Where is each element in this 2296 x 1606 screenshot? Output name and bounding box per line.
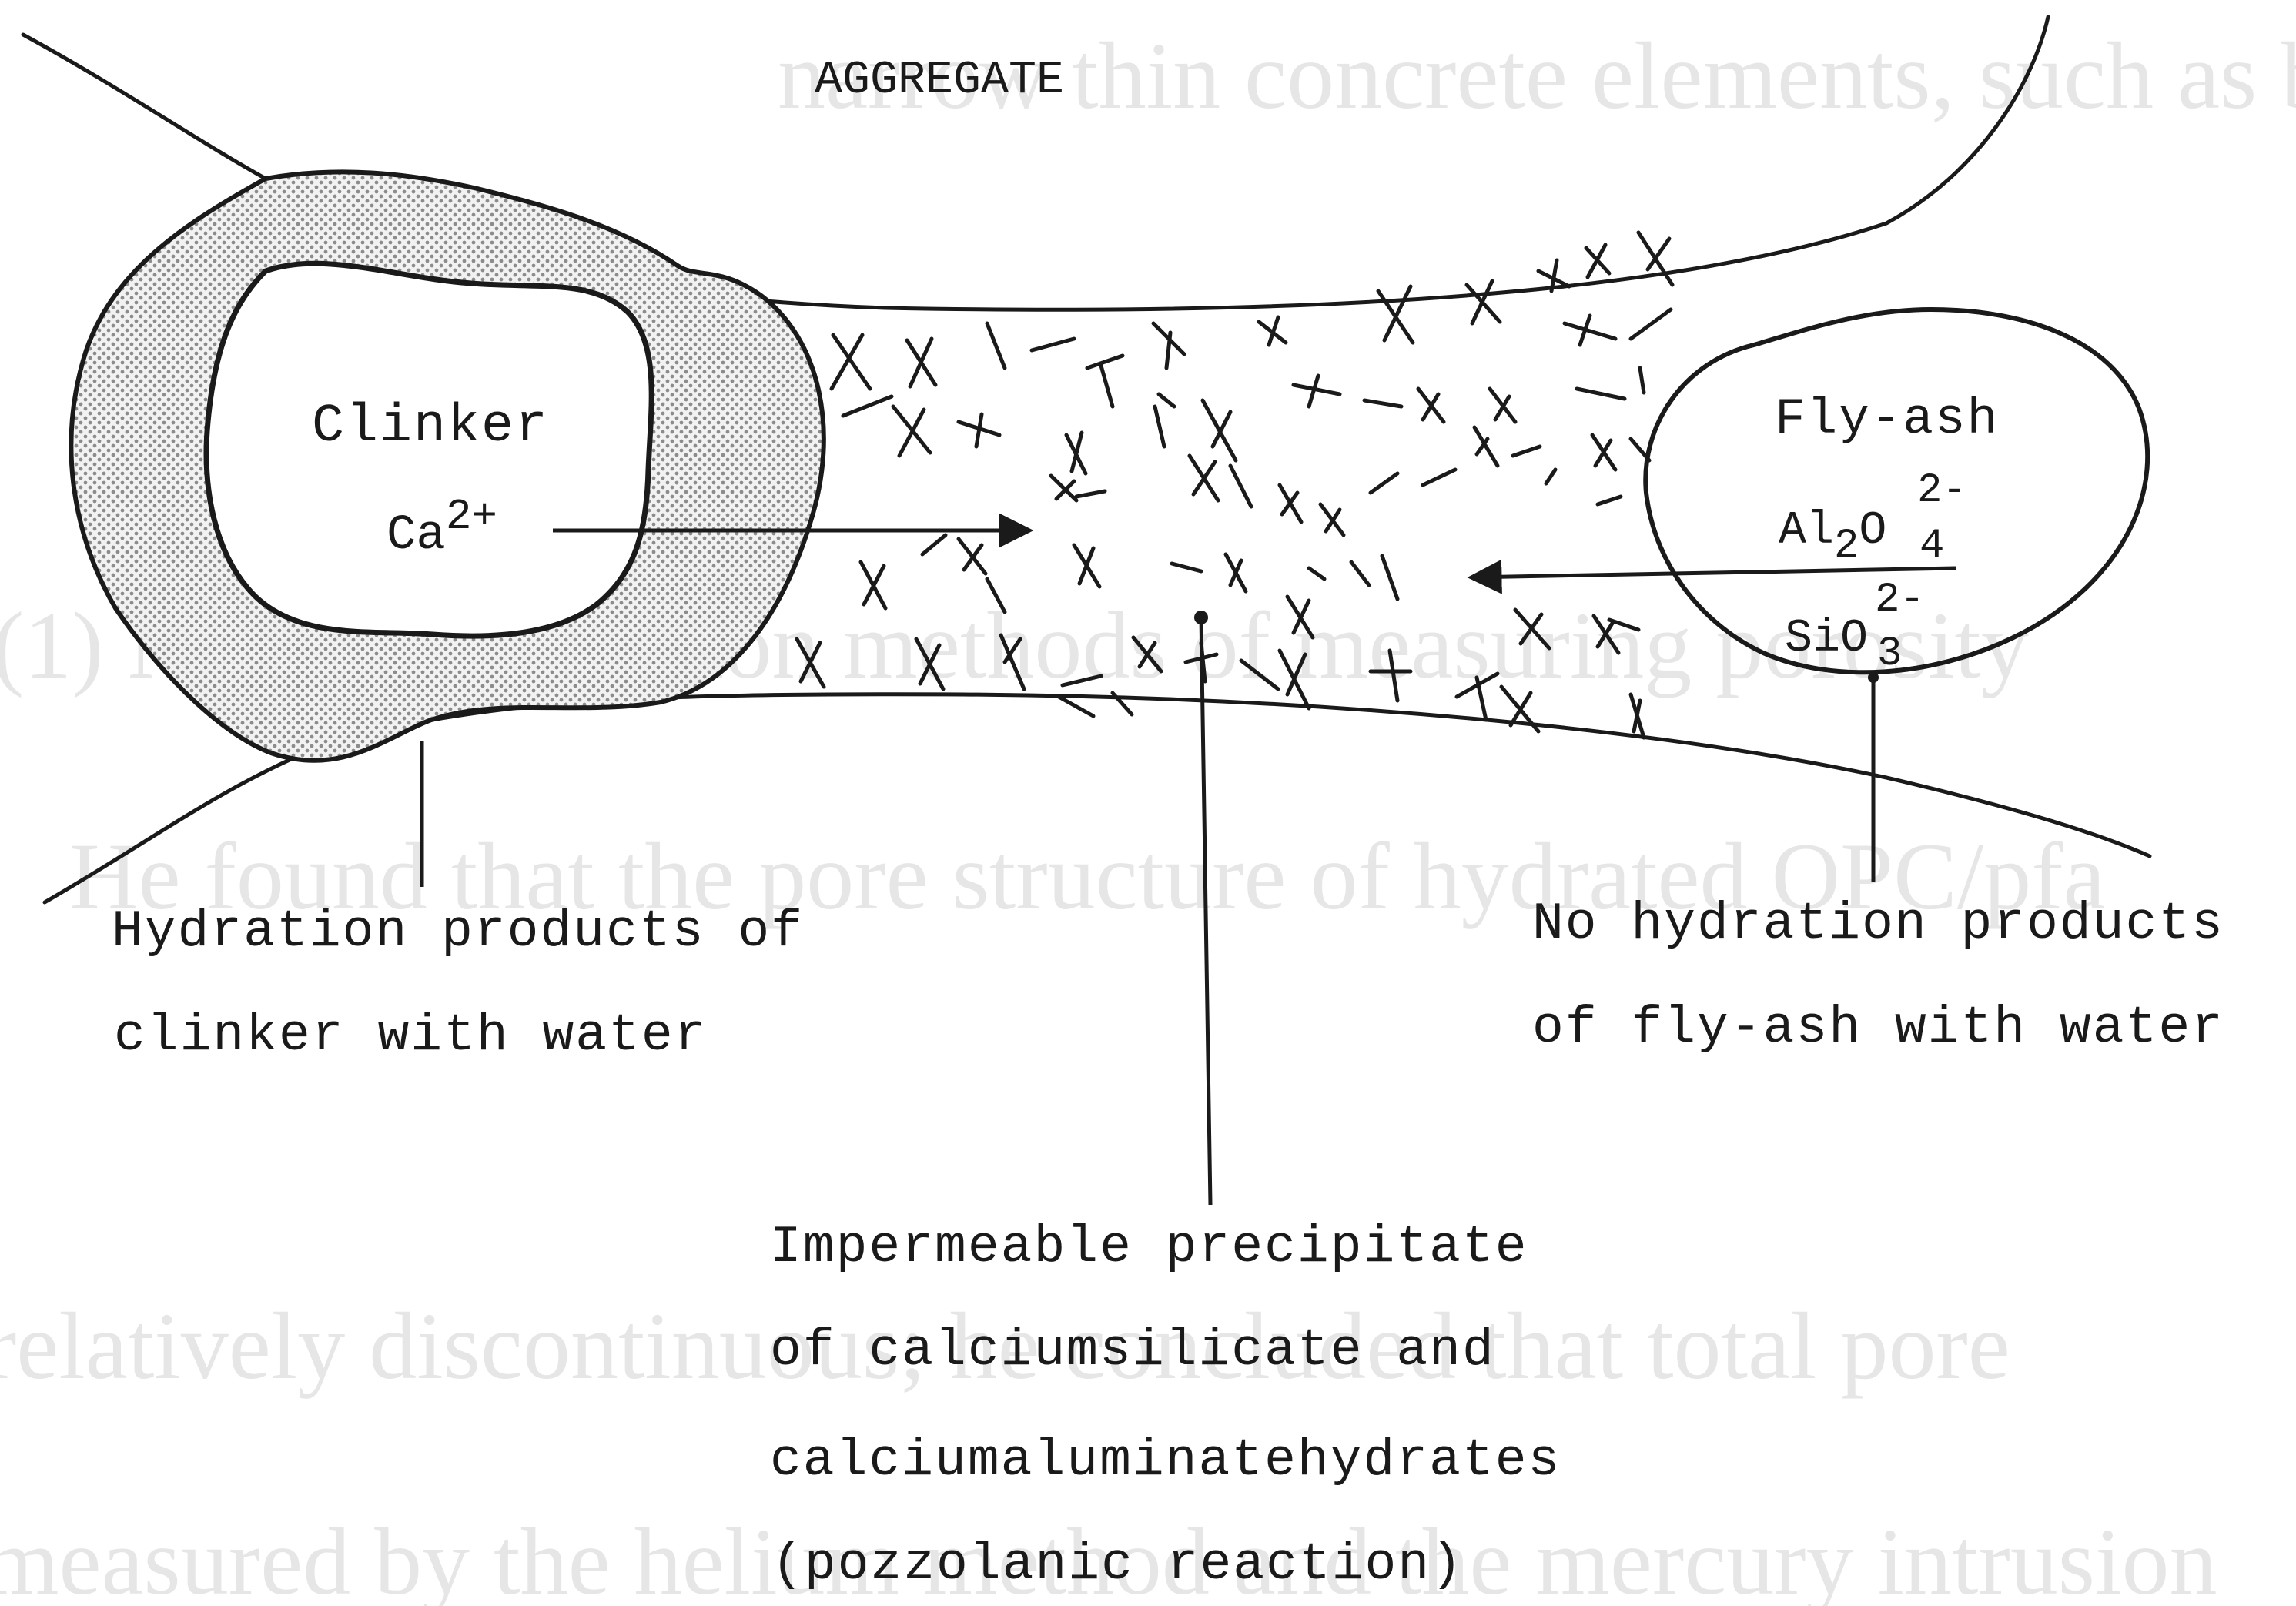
fly-ash-label: Fly-ash — [1775, 390, 1999, 448]
silicate-sio: SiO — [1785, 613, 1868, 665]
clinker-products-caption-line2: clinker with water — [114, 1006, 708, 1066]
aluminate-sub2: 2 — [1834, 523, 1859, 570]
precipitate-caption-line3: calciumaluminatehydrates — [770, 1431, 1561, 1491]
clinker-products-caption-line1: Hydration products of — [112, 902, 804, 962]
precipitate-caption-line2: of calciumsilicate and — [770, 1321, 1495, 1380]
aluminate-o: O — [1859, 505, 1886, 557]
aluminate-sub4: 4 — [1919, 523, 1944, 570]
clinker-label: Clinker — [312, 396, 549, 457]
calcium-ion-charge: 2+ — [446, 492, 497, 541]
precipitate-caption-line4: (pozzolanic reaction) — [771, 1535, 1464, 1594]
aggregate-label: AGGREGATE — [815, 55, 1064, 107]
silicate-charge: 2- — [1875, 577, 1925, 624]
aluminate-al: Al — [1779, 505, 1834, 557]
calcium-ion-base: Ca — [387, 508, 446, 564]
precipitate-caption-line1: Impermeable precipitate — [770, 1218, 1528, 1277]
silicate-sub3: 3 — [1877, 631, 1902, 678]
aluminate-charge: 2- — [1917, 467, 1967, 514]
flyash-products-caption-line2: of fly-ash with water — [1532, 999, 2224, 1058]
flyash-products-caption-line1: No hydration products — [1532, 895, 2224, 954]
